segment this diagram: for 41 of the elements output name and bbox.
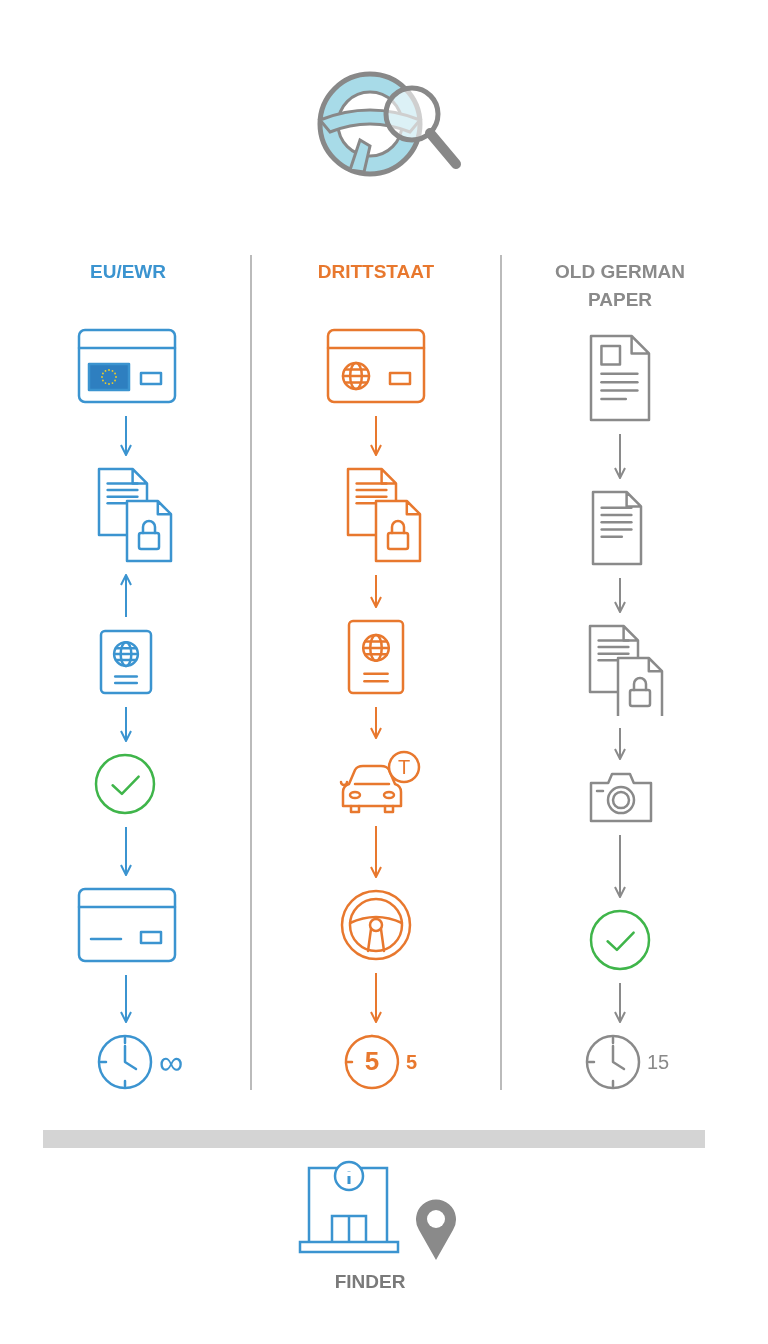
document-lock-icon	[346, 467, 422, 563]
arrow	[120, 706, 132, 742]
separator-bar	[43, 1130, 705, 1148]
arrow	[614, 727, 626, 760]
duration-label: 15	[647, 1050, 670, 1074]
card-icon	[77, 887, 177, 963]
document-icon	[591, 490, 643, 566]
arrow	[370, 574, 382, 608]
column-heading: EU/EWR	[89, 260, 167, 284]
arrow	[120, 574, 132, 618]
eu-card-icon	[77, 328, 177, 404]
arrow	[120, 415, 132, 456]
arrow	[120, 826, 132, 876]
arrow	[614, 577, 626, 613]
steering-wheel-icon	[340, 889, 412, 961]
column-heading: OLD GERMAN PAPER	[554, 260, 686, 312]
arrow	[370, 415, 382, 456]
column-heading: DRITTSTAAT	[316, 260, 436, 284]
document-lock-icon	[97, 467, 173, 563]
circle-number: 5	[363, 1046, 381, 1076]
finder-label: FINDER	[333, 1270, 407, 1294]
arrow	[614, 433, 626, 479]
arrow	[370, 825, 382, 878]
checkmark-circle-icon	[94, 753, 156, 815]
arrow	[614, 982, 626, 1023]
arrow	[370, 706, 382, 739]
duration-label: 5	[406, 1050, 418, 1074]
clock-icon	[585, 1034, 641, 1090]
passport-icon	[99, 629, 153, 695]
duration-label: ∞	[159, 1050, 184, 1074]
clock-icon	[97, 1034, 153, 1090]
document-photo-icon	[589, 334, 651, 422]
passport-icon	[347, 619, 405, 695]
globe-card-icon	[326, 328, 426, 404]
arrow	[370, 972, 382, 1023]
document-lock-icon	[588, 624, 664, 716]
camera-icon	[589, 771, 653, 823]
badge-letter: T	[396, 755, 412, 779]
arrow	[614, 834, 626, 898]
checkmark-circle-icon	[589, 909, 651, 971]
arrow	[120, 974, 132, 1023]
